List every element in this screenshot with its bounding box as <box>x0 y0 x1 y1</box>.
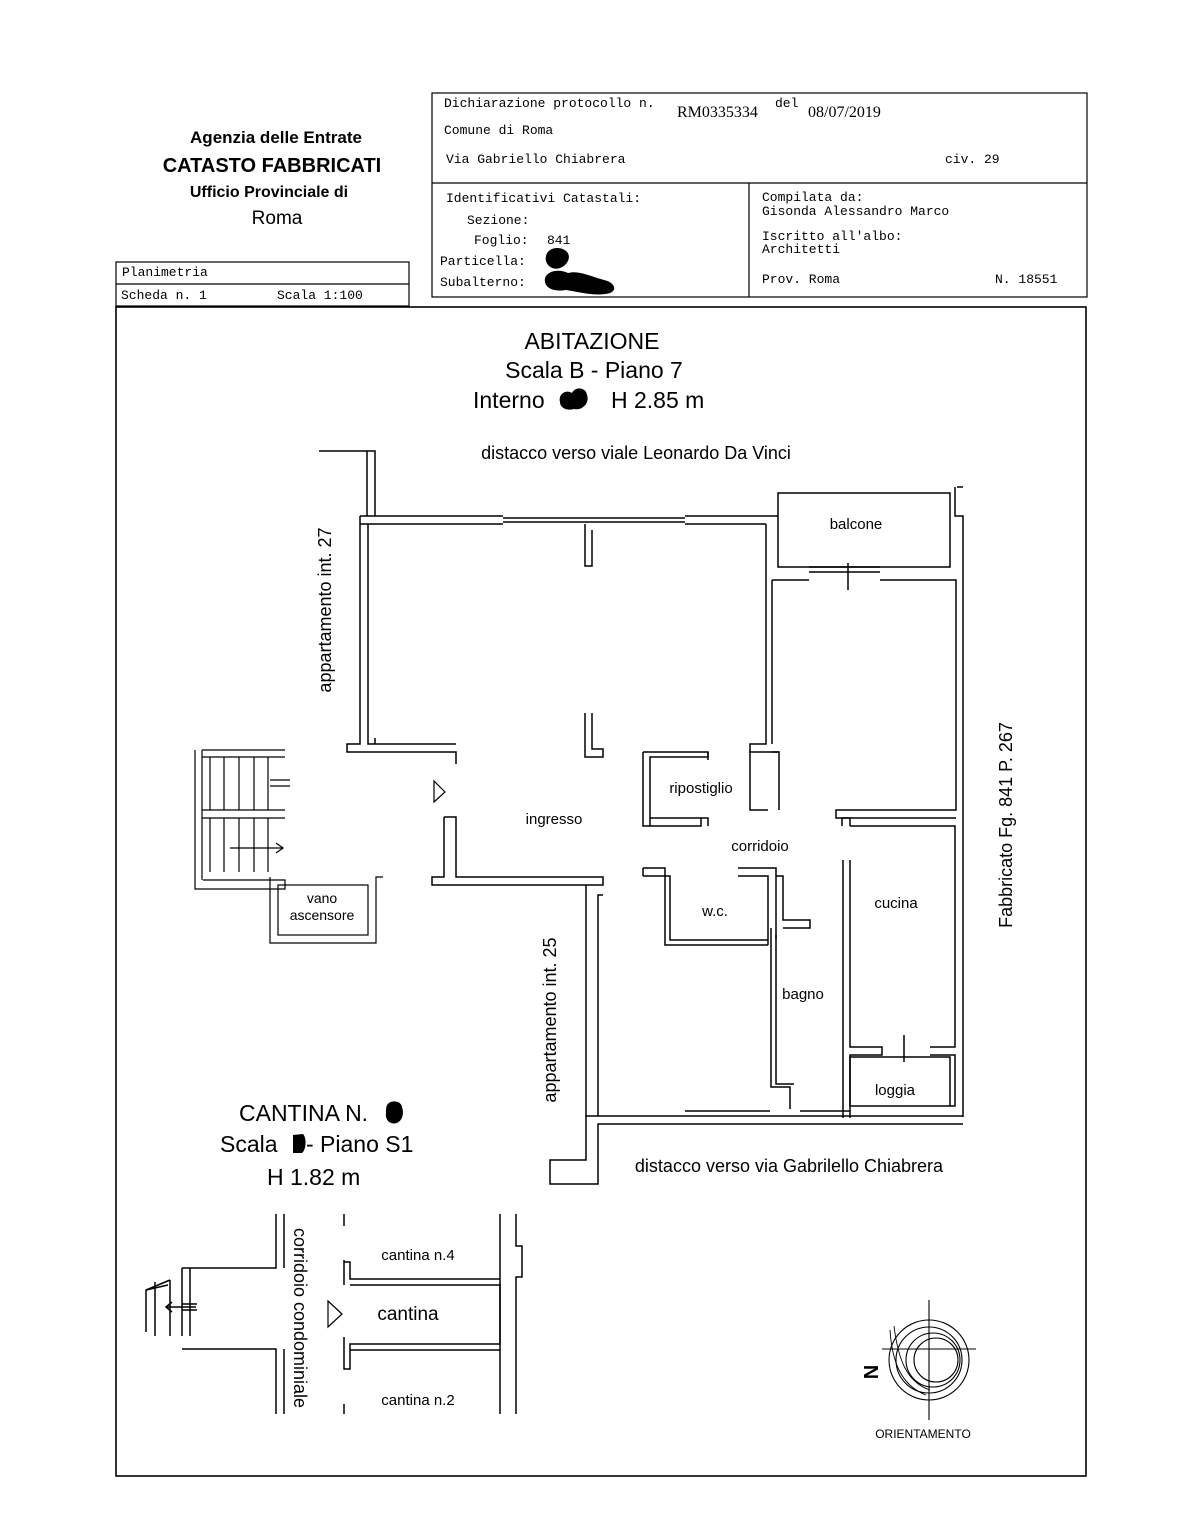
abitazione-interno: Interno <box>473 387 545 413</box>
label-fabbricato: Fabbricato Fg. 841 P. 267 <box>996 722 1016 928</box>
declaration-date: 08/07/2019 <box>808 104 881 121</box>
subalterno-redaction <box>544 270 615 295</box>
registration-number: N. 18551 <box>995 272 1058 287</box>
street: Via Gabriello Chiabrera <box>446 152 626 167</box>
agency-header: Agenzia delle Entrate CATASTO FABBRICATI… <box>163 128 382 229</box>
subalterno-label: Subalterno: <box>440 275 526 290</box>
label-app27: appartamento int. 27 <box>315 527 335 692</box>
cantina-entry-arrow-icon <box>327 1299 343 1329</box>
planimetria-box <box>115 261 410 307</box>
date-label: del <box>775 96 799 111</box>
compiler-label: Compilata da: <box>762 190 863 205</box>
cantina-walls <box>145 1214 523 1414</box>
cantina-heading: CANTINA N. <box>239 1100 368 1126</box>
declaration-box <box>431 92 1088 298</box>
interno-redaction <box>559 388 588 410</box>
comune: Comune di Roma <box>444 123 553 138</box>
compiler-name: Gisonda Alessandro Marco <box>762 204 949 219</box>
protocol-label: Dichiarazione protocollo n. <box>444 96 655 111</box>
north-arrow-icon <box>882 1300 976 1420</box>
label-bagno: bagno <box>782 986 824 1003</box>
label-wc: w.c. <box>701 903 728 920</box>
scale-value: Scala 1:100 <box>277 288 363 303</box>
redaction-marks <box>544 248 615 295</box>
cantina-title: CANTINA N. Scala - Piano S1 H 1.82 m <box>220 1100 413 1190</box>
agency-name: Agenzia delle Entrate <box>190 128 362 147</box>
abitazione-scala-piano: Scala B - Piano 7 <box>505 357 683 383</box>
planimetria-title: Planimetria <box>122 265 208 280</box>
label-cantina-n2: cantina n.2 <box>381 1392 454 1409</box>
particella-redaction <box>545 248 569 269</box>
civic-number: civ. 29 <box>945 152 1000 167</box>
scheda-number: Scheda n. 1 <box>121 288 207 303</box>
orientation-label: ORIENTAMENTO <box>875 1427 971 1441</box>
label-top-distacco: distacco verso viale Leonardo Da Vinci <box>481 443 791 463</box>
label-vano: vano <box>307 890 338 906</box>
label-corridoio-condominiale: corridoio condominiale <box>290 1228 310 1408</box>
cantina-scala-redaction <box>293 1134 306 1153</box>
province: Prov. Roma <box>762 272 840 287</box>
drawing-frame <box>115 306 1087 1477</box>
particella-label: Particella: <box>440 254 526 269</box>
stairwell <box>194 749 383 944</box>
cantina-scala-suffix: - Piano S1 <box>306 1131 413 1157</box>
protocol-number: RM0335334 <box>677 104 758 121</box>
declaration-text: Dichiarazione protocollo n. RM0335334 de… <box>440 96 1058 290</box>
label-cantina-main: cantina <box>377 1304 439 1325</box>
abitazione-height: H 2.85 m <box>611 387 704 413</box>
label-ascensore: ascensore <box>290 907 355 923</box>
label-loggia: loggia <box>875 1082 916 1099</box>
cantina-height: H 1.82 m <box>267 1164 360 1190</box>
cantina-scala-prefix: Scala <box>220 1131 278 1157</box>
label-app25: appartamento int. 25 <box>540 937 560 1102</box>
catasto-title: CATASTO FABBRICATI <box>163 155 382 177</box>
albo-label: Iscritto all'albo: <box>762 229 902 244</box>
room-labels: distacco verso viale Leonardo Da Vinci d… <box>290 443 1016 1176</box>
identifiers-title: Identificativi Catastali: <box>446 191 641 206</box>
label-ingresso: ingresso <box>526 811 583 828</box>
label-bottom-distacco: distacco verso via Gabrilello Chiabrera <box>635 1156 944 1176</box>
label-cantina-n4: cantina n.4 <box>381 1247 454 1264</box>
cantina-labels: corridoio condominiale cantina n.4 canti… <box>290 1228 455 1409</box>
albo-value: Architetti <box>762 242 840 257</box>
entry-arrow-icon <box>433 779 446 804</box>
label-corridoio: corridoio <box>731 838 789 855</box>
abitazione-heading: ABITAZIONE <box>524 328 659 354</box>
label-cucina: cucina <box>874 895 918 912</box>
cantina-number-redaction <box>385 1101 403 1124</box>
abitazione-title: ABITAZIONE Scala B - Piano 7 Interno H 2… <box>473 328 704 413</box>
label-ripostiglio: ripostiglio <box>669 780 732 797</box>
office-city: Roma <box>252 208 303 229</box>
north-label: N <box>861 1365 883 1379</box>
foglio-label: Foglio: <box>474 233 529 248</box>
label-balcone: balcone <box>830 516 883 533</box>
office-line: Ufficio Provinciale di <box>190 184 348 201</box>
apartment-walls <box>319 450 964 1185</box>
sezione-label: Sezione: <box>467 213 529 228</box>
foglio-value: 841 <box>547 233 571 248</box>
